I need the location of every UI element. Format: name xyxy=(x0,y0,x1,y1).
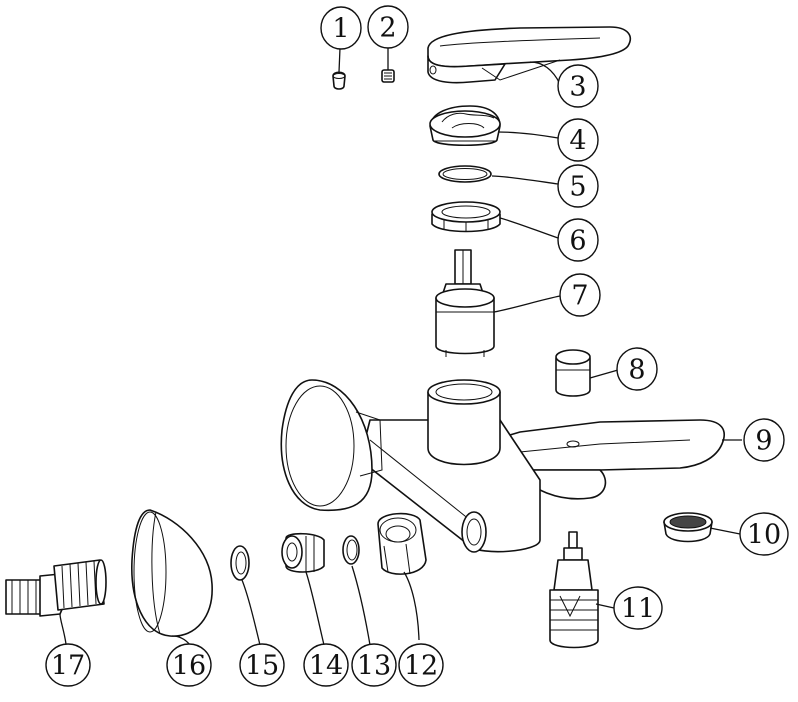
callout-label: 17 xyxy=(51,651,85,682)
callout-12: 12 xyxy=(398,643,444,687)
part-11-diverter-cartridge xyxy=(549,531,599,649)
callout-7: 7 xyxy=(559,273,601,317)
part-16-escutcheon xyxy=(131,509,213,637)
callout-label: 10 xyxy=(747,520,781,551)
part-2-screw xyxy=(381,69,395,83)
callout-label: 2 xyxy=(379,13,396,44)
part-15-washer xyxy=(230,545,250,581)
callout-2: 2 xyxy=(367,5,409,49)
part-1-cap xyxy=(332,71,346,90)
part-17-eccentric-connector xyxy=(5,559,107,617)
callout-label: 13 xyxy=(357,651,391,682)
callout-5: 5 xyxy=(557,164,599,208)
leader-lines xyxy=(59,46,742,646)
callout-label: 15 xyxy=(245,651,279,682)
callout-label: 8 xyxy=(628,355,645,386)
callout-11: 11 xyxy=(613,586,663,630)
part-14-check-valve xyxy=(281,532,325,573)
callout-label: 16 xyxy=(172,651,206,682)
callout-13: 13 xyxy=(351,643,397,687)
part-6-hex-nut xyxy=(431,201,501,233)
callout-label: 9 xyxy=(755,426,772,457)
callout-6: 6 xyxy=(557,218,599,262)
callout-label: 3 xyxy=(569,72,586,103)
part-10-aerator xyxy=(663,512,713,543)
part-9-body xyxy=(280,379,725,553)
callout-label: 7 xyxy=(571,281,588,312)
callout-1: 1 xyxy=(320,6,362,50)
callout-label: 14 xyxy=(309,651,343,682)
part-3-handle xyxy=(427,26,632,84)
callout-8: 8 xyxy=(616,347,658,391)
callout-14: 14 xyxy=(303,643,349,687)
callout-15: 15 xyxy=(239,643,285,687)
callout-3: 3 xyxy=(557,64,599,108)
part-7-cartridge xyxy=(435,249,495,357)
part-5-o-ring xyxy=(438,165,492,183)
part-13-washer xyxy=(342,535,360,565)
callout-label: 5 xyxy=(569,172,586,203)
callout-label: 11 xyxy=(621,594,655,625)
callout-17: 17 xyxy=(45,643,91,687)
callout-label: 1 xyxy=(332,14,349,45)
callout-4: 4 xyxy=(557,118,599,162)
part-8-knob xyxy=(555,349,591,397)
callout-label: 12 xyxy=(404,651,438,682)
callout-label: 4 xyxy=(569,126,586,157)
callout-16: 16 xyxy=(166,643,212,687)
callout-label: 6 xyxy=(569,226,586,257)
part-12-union-nut xyxy=(377,512,427,575)
callout-9: 9 xyxy=(743,418,785,462)
callout-10: 10 xyxy=(739,512,789,556)
part-4-cover xyxy=(429,105,501,146)
